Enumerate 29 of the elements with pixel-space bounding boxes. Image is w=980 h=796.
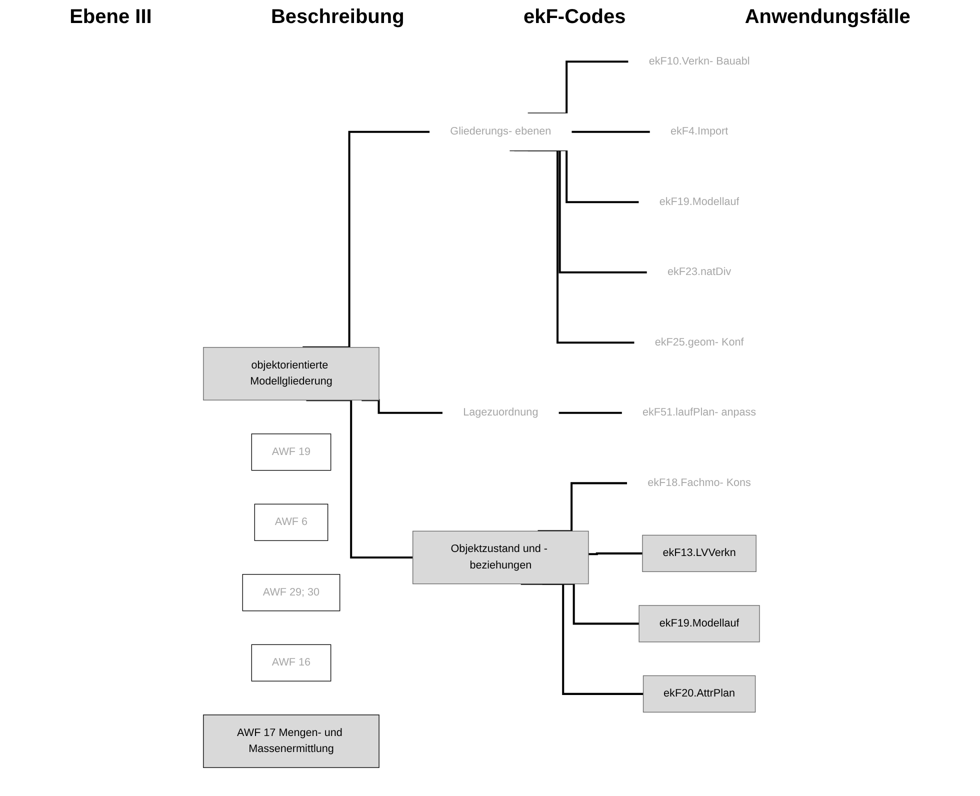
node-text: ekF19.Modellauf [659,196,740,208]
node-box: Objektzustand und - beziehungen [412,530,589,584]
node-text: ekF25.geom- Konf [654,336,744,348]
column-heading: Beschreibung [270,6,404,29]
node-box: AWF 17 Mengen- und Massenermittlung [203,714,380,768]
connector [306,398,413,558]
connector [572,130,650,132]
node-box: AWF 16 [251,644,332,681]
connector [521,582,644,694]
node-text: ekF4.Import [670,125,728,137]
node-box: ekF19.Modellauf [638,604,760,642]
column-heading: Ebene III [70,6,152,29]
node-box: ekF20.AttrPlan [643,674,756,712]
node-text: ekF23.natDiv [668,266,732,278]
node-box: AWF 19 [251,433,332,470]
node-box: ekF13.LVVerkn [642,534,757,572]
node-text: ekF51.laufPlan- anpass [642,406,756,418]
node-box: AWF 29; 30 [242,574,340,611]
connector [558,411,622,414]
connector [362,398,443,414]
node-text: ekF10.Verkn- Bauabl [648,55,750,67]
connector [510,148,635,344]
connector [588,552,643,555]
node-text: Lagezuordnung [463,406,538,418]
node-text: ekF18.Fachmo- Kons [648,476,752,488]
column-heading: ekF-Codes [523,6,626,29]
column-heading: Anwendungsfälle [744,6,910,29]
node-box: objektorientierte Modellgliederung [203,346,380,400]
node-box: AWF 6 [254,503,328,540]
